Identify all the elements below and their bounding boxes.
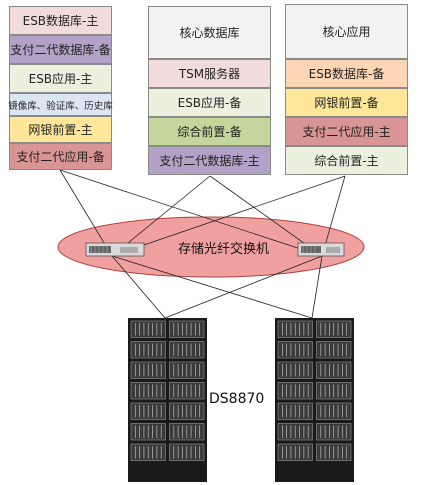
fibre-switch-right — [297, 242, 345, 257]
left-row-6: 支付二代应用-备 — [9, 143, 112, 170]
left-row-2: 支付二代数据库-备 — [9, 35, 112, 64]
left-row-3: ESB应用-主 — [9, 64, 112, 93]
storage-label: DS8870 — [209, 391, 265, 407]
left-row-4: 镜像库、验证库、历史库 — [8, 93, 113, 116]
middle-row-3: 综合前置-备 — [148, 117, 271, 146]
right-row-3: 支付二代应用-主 — [285, 117, 408, 146]
left-row-1: ESB数据库-主 — [9, 6, 112, 35]
middle-stack-header: 核心数据库 — [148, 6, 271, 59]
san-switch-zone — [57, 216, 365, 278]
switch-zone-label: 存储光纤交换机 — [178, 242, 270, 257]
left-row-5: 网银前置-主 — [9, 116, 112, 143]
storage-rack-right — [275, 318, 354, 482]
middle-row-1: TSM服务器 — [148, 59, 271, 88]
right-row-2: 网银前置-备 — [285, 88, 408, 117]
fibre-switch-left — [85, 242, 145, 257]
middle-row-4: 支付二代数据库-主 — [148, 146, 271, 175]
storage-rack-left — [128, 318, 207, 482]
right-row-4: 综合前置-主 — [285, 146, 408, 175]
right-row-1: ESB数据库-备 — [285, 59, 408, 88]
middle-row-2: ESB应用-备 — [148, 88, 271, 117]
right-stack-header: 核心应用 — [285, 4, 408, 59]
